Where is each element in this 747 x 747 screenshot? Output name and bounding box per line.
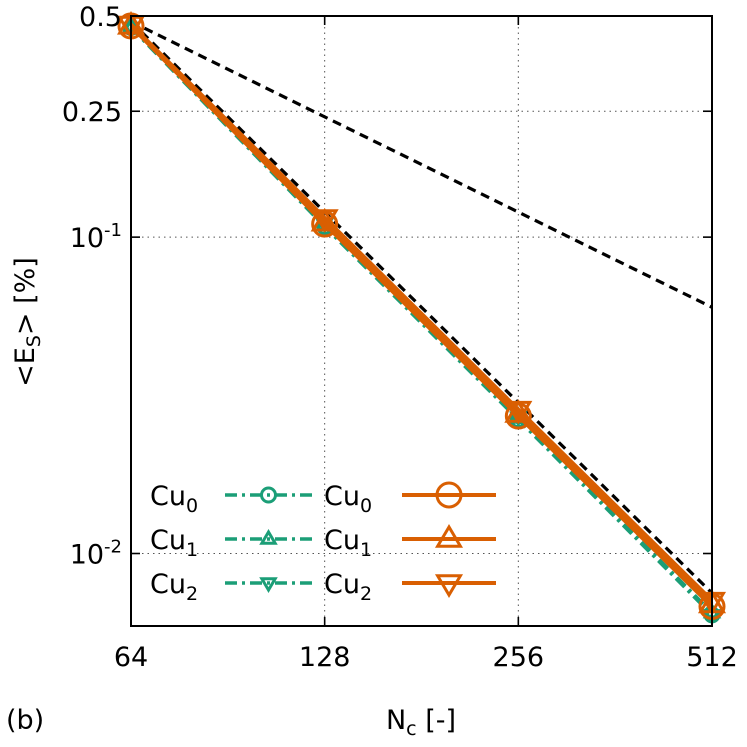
legend-marker (259, 577, 278, 593)
legend-label: Cu1 (150, 525, 198, 561)
x-tick-label: 64 (114, 642, 148, 673)
plot-frame (130, 15, 713, 627)
legend-entry: Cu1 (324, 524, 496, 561)
reference-line (130, 20, 713, 309)
y-ticks: 0.5 0.25 10-1 10-2 (62, 2, 712, 571)
legend-label: Cu1 (324, 525, 372, 561)
series-line (129, 24, 714, 606)
legend-marker (259, 529, 278, 545)
legend-label: Cu0 (150, 481, 198, 517)
y-tick-label: 10-1 (70, 220, 122, 254)
reference-line (129, 20, 714, 595)
legend-entry: Cu0 (324, 481, 496, 517)
x-tick-label: 512 (686, 642, 738, 673)
y-axis-title-tail: > [%] (10, 257, 41, 335)
y-axis-title-sub: S (23, 335, 45, 347)
legend-entry: Cu0 (150, 481, 312, 517)
legend-entry: Cu2 (324, 569, 496, 605)
data-point (504, 400, 533, 425)
legend-label: Cu0 (324, 481, 372, 517)
panel-label: (b) (6, 705, 44, 736)
x-tick-label: 128 (299, 642, 351, 673)
x-axis-title-sub: c (406, 718, 416, 740)
y-tick-label: 0.5 (79, 2, 122, 33)
x-axis-title: Nc [-] (386, 705, 456, 740)
legend-marker (435, 481, 463, 509)
y-tick-label: 10-2 (70, 537, 122, 571)
x-ticks: 64 128 256 512 (114, 16, 738, 673)
legend-entry: Cu2 (150, 569, 312, 605)
legend-marker (260, 486, 277, 504)
x-tick-label: 256 (493, 642, 545, 673)
series-line (129, 23, 714, 602)
series-layer (116, 11, 727, 625)
legend-marker (434, 574, 464, 598)
x-axis-title-main: N (386, 705, 406, 736)
legend-entry: Cu1 (150, 525, 312, 561)
y-axis-title: <ES> [%] (10, 257, 45, 387)
y-axis-title-head: <E (10, 347, 41, 387)
legend-label: Cu2 (324, 569, 372, 605)
x-axis-title-tail: [-] (417, 705, 456, 736)
legend-label: Cu2 (150, 569, 198, 605)
y-tick-label: 0.25 (62, 97, 122, 128)
reference-lines (129, 20, 714, 595)
data-point (310, 209, 339, 233)
legend-marker (434, 524, 464, 548)
